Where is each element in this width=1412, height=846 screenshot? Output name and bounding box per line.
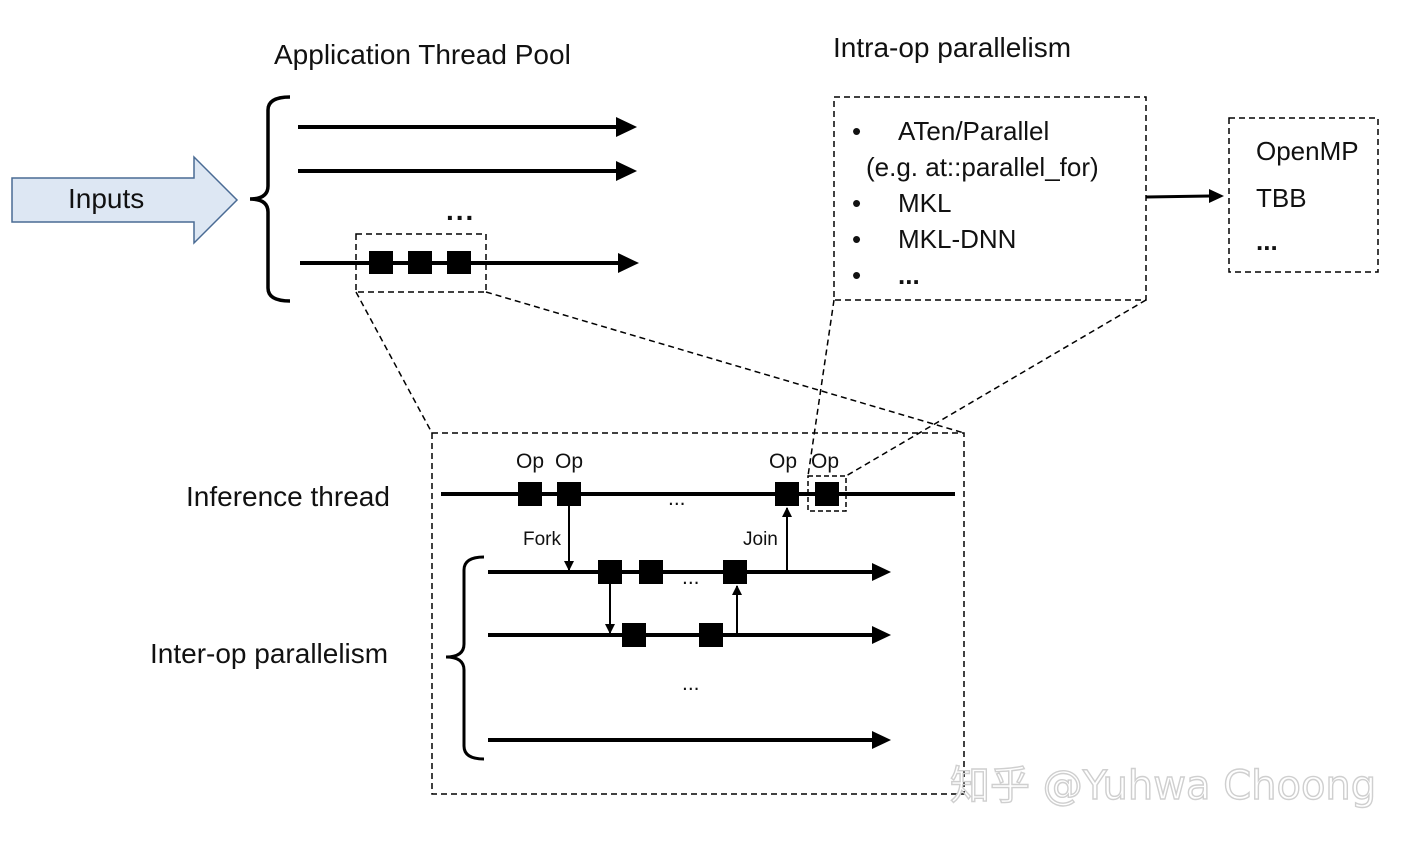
pool-op-block (369, 251, 393, 274)
inter-op-block (622, 623, 646, 647)
zoom-connector (845, 299, 1147, 477)
intra-op-zoom-box (807, 475, 847, 512)
inter-op-block (639, 560, 663, 584)
inter-op-thread-arrowhead (872, 731, 891, 749)
pool-zoom-box (355, 233, 487, 293)
inference-op-block (557, 482, 581, 506)
intra-op-title: Intra-op parallelism (833, 32, 1071, 63)
intra-op-list: • ATen/Parallel (e.g. at::parallel_for) … (852, 116, 1099, 290)
intra-op-bullet: • (852, 224, 861, 254)
backend-item: OpenMP (1256, 136, 1359, 166)
pool-ellipsis: ... (446, 195, 475, 226)
intra-op-item: ATen/Parallel (898, 116, 1049, 146)
inference-zoom-box (431, 432, 965, 795)
backends-box (1228, 117, 1379, 273)
op-label: Op (555, 450, 583, 473)
zoom-connector (355, 291, 433, 434)
inputs-arrow: Inputs (11, 155, 239, 245)
inter-op-thread-arrowhead (872, 626, 891, 644)
join-label: Join (743, 529, 778, 550)
inter-op-block (598, 560, 622, 584)
app-pool-title: Application Thread Pool (274, 39, 571, 70)
watermark: 知乎 @Yuhwa Choong (950, 763, 1376, 809)
inference-op-block (815, 482, 839, 506)
backend-item: TBB (1256, 183, 1307, 213)
intra-op-bullet: • (852, 116, 861, 146)
pool-op-block (408, 251, 432, 274)
op-label: Op (516, 450, 544, 473)
backend-arrowhead (1209, 189, 1224, 203)
inference-thread-label: Inference thread (186, 481, 390, 512)
pool-thread-arrowhead (618, 253, 639, 273)
inter-op-block (699, 623, 723, 647)
intra-op-bullet: • (852, 188, 861, 218)
intra-op-item-note: (e.g. at::parallel_for) (866, 152, 1099, 182)
intra-op-bullet: • (852, 260, 861, 290)
backend-item: ... (1256, 226, 1278, 256)
inter-op-row-ellipsis: ... (682, 566, 700, 589)
intra-op-item: MKL-DNN (898, 224, 1016, 254)
zoom-connector (485, 291, 965, 434)
inter-op-block (723, 560, 747, 584)
inference-ellipsis: ... (668, 487, 686, 510)
pool-thread-arrowhead (616, 117, 637, 137)
fork-label: Fork (523, 529, 562, 550)
intra-op-item: MKL (898, 188, 951, 218)
intra-op-item: ... (898, 260, 920, 290)
inter-op-brace (445, 555, 485, 761)
inference-op-block (775, 482, 799, 506)
pool-thread-arrowhead (616, 161, 637, 181)
inter-op-rows-ellipsis: ... (682, 672, 700, 695)
op-label: Op (811, 450, 839, 473)
op-label: Op (769, 450, 797, 473)
intra-op-box (833, 96, 1147, 301)
inference-op-block (518, 482, 542, 506)
backend-arrow-line (1145, 194, 1211, 199)
pool-op-block (447, 251, 471, 274)
inter-op-thread-arrowhead (872, 563, 891, 581)
app-pool-brace (249, 95, 291, 303)
inter-op-label: Inter-op parallelism (150, 638, 388, 669)
inputs-label: Inputs (68, 183, 144, 214)
